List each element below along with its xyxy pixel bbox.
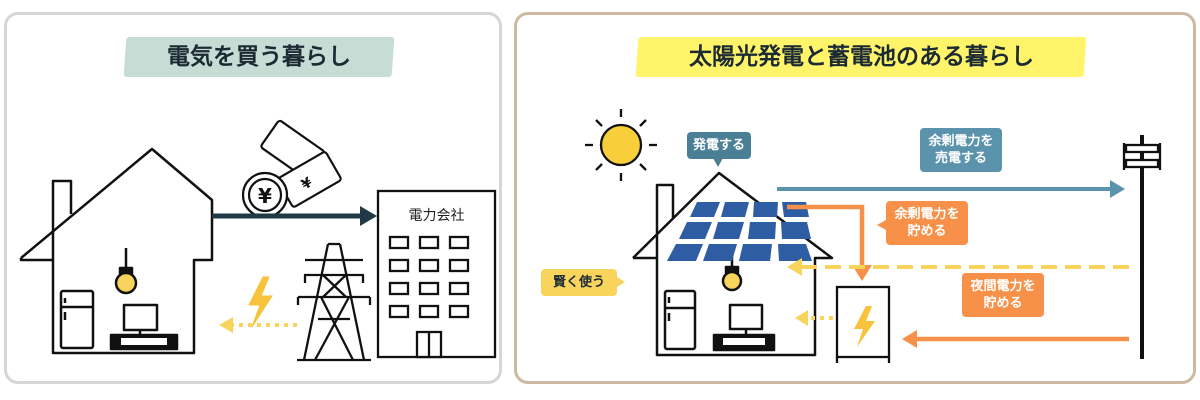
buy-wisely-text: 賢く使う — [552, 275, 605, 290]
solar-panel-icon — [667, 202, 812, 261]
tv-icon — [109, 303, 179, 351]
power-company-building-icon — [376, 189, 497, 359]
store-label-line2: 貯める — [907, 224, 947, 239]
tv-icon — [712, 303, 776, 352]
transmission-tower-icon — [296, 242, 372, 362]
money-icon: ¥ ¥ — [241, 119, 342, 219]
house-icon — [632, 171, 834, 357]
night-label-line1: 夜間電力を — [970, 279, 1036, 294]
sun-icon — [585, 109, 657, 181]
store-label-line1: 余剰電力を — [894, 207, 960, 222]
fridge-icon — [59, 289, 95, 350]
night-charge-label: 夜間電力を 貯める — [962, 273, 1044, 317]
power-company-label: 電力会社 — [408, 208, 465, 224]
night-charge-arrow — [902, 330, 1129, 348]
sell-label-line2: 売電する — [934, 151, 987, 166]
grid-supply-dashed-arrow — [787, 258, 1129, 276]
yen-symbol: ¥ — [258, 184, 272, 208]
sell-surplus-label: 余剰電力を 売電する — [920, 128, 1002, 172]
fridge-icon — [663, 289, 697, 351]
utility-pole-icon — [1122, 135, 1162, 359]
house-icon — [19, 147, 214, 355]
generate-label-text: 発電する — [692, 138, 745, 153]
buy-electricity-panel: 電気を買う暮らし — [4, 12, 502, 384]
payment-arrow — [212, 206, 377, 226]
battery-icon — [835, 285, 891, 363]
sell-label-line1: 余剰電力を — [928, 134, 994, 149]
lightning-bolt-icon — [248, 276, 273, 328]
store-surplus-label: 余剰電力を 貯める — [886, 201, 968, 245]
buy-wisely-label: 賢く使う — [541, 269, 617, 296]
night-label-line2: 貯める — [983, 296, 1023, 311]
battery-supply-dotted-arrow — [795, 310, 833, 326]
generate-label-pointer — [713, 158, 723, 167]
right-illustration — [585, 109, 1162, 363]
power-supply-dotted-arrow — [219, 317, 297, 333]
left-illustration: ¥ ¥ — [19, 119, 497, 362]
store-label-pointer — [877, 220, 886, 230]
buy-label-pointer — [617, 277, 625, 287]
light-bulb-icon — [114, 248, 138, 295]
sell-electricity-arrow — [777, 180, 1125, 198]
solar-battery-panel: 太陽光発電と蓄電池のある暮らし — [514, 12, 1196, 384]
generate-label: 発電する — [687, 132, 751, 159]
